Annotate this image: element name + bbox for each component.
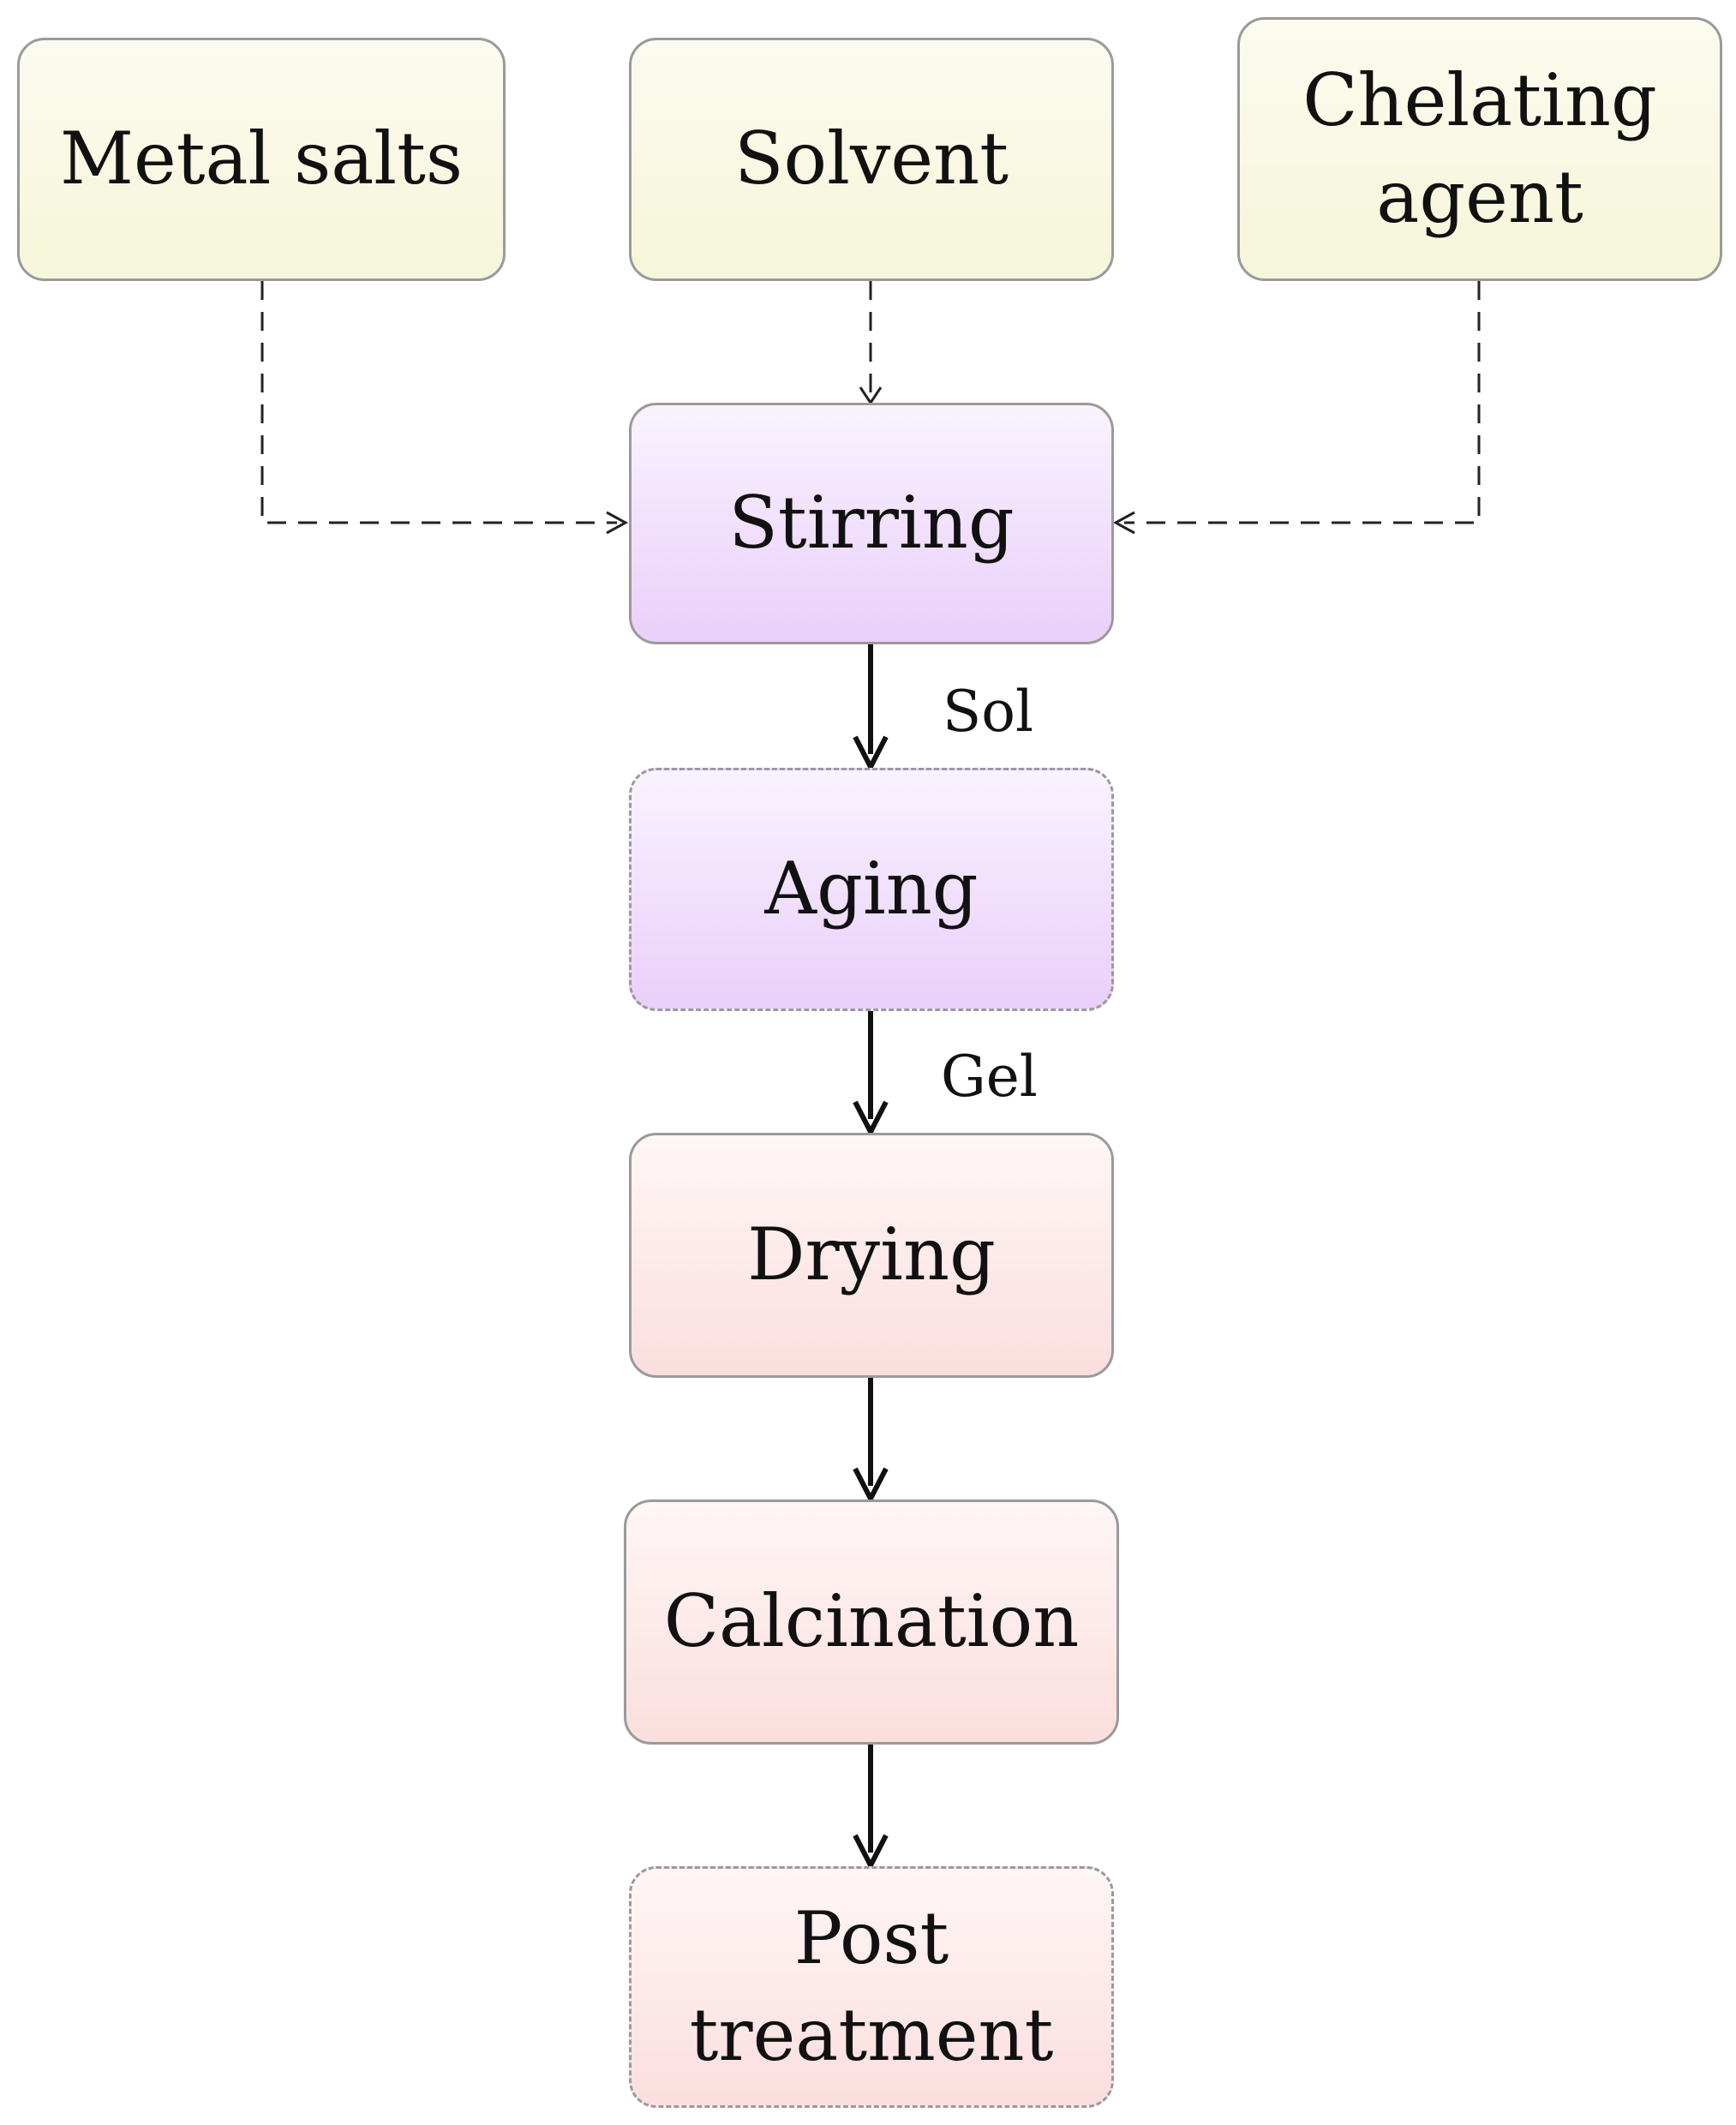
aging-label: Aging [764, 847, 979, 931]
arrowhead-drying [853, 1100, 889, 1138]
solvent-label: Solvent [733, 117, 1009, 201]
chelating-agent-box: Chelating agent [1237, 17, 1722, 281]
connector-chelating-to-stirring [1124, 281, 1481, 524]
drying-box: Drying [629, 1133, 1114, 1378]
post-treatment-label-line1: Post [793, 1895, 949, 1980]
stirring-label: Stirring [728, 481, 1015, 566]
gel-label: Gel [941, 1044, 1038, 1110]
solvent-box: Solvent [629, 38, 1114, 281]
connector-metal-salts-to-stirring [260, 281, 617, 524]
metal-salts-box: Metal salts [17, 38, 506, 281]
arrowhead-metal-salts [606, 511, 629, 535]
aging-box: Aging [629, 768, 1114, 1011]
arrowhead-calcination [853, 1467, 889, 1505]
drying-label: Drying [747, 1212, 996, 1297]
arrowhead-post [853, 1834, 889, 1871]
metal-salts-label: Metal salts [59, 117, 464, 201]
stirring-box: Stirring [629, 403, 1114, 644]
arrowhead-chelating [1112, 511, 1135, 535]
chelating-agent-label-line1: Chelating [1302, 57, 1657, 142]
arrowhead-aging [853, 735, 889, 773]
calcination-box: Calcination [624, 1499, 1119, 1745]
post-treatment-label-line2: treatment [689, 1993, 1054, 2077]
sol-label: Sol [943, 679, 1034, 745]
chelating-agent-label-line2: agent [1376, 155, 1583, 239]
post-treatment-box: Post treatment [629, 1866, 1114, 2108]
calcination-label: Calcination [663, 1579, 1080, 1664]
